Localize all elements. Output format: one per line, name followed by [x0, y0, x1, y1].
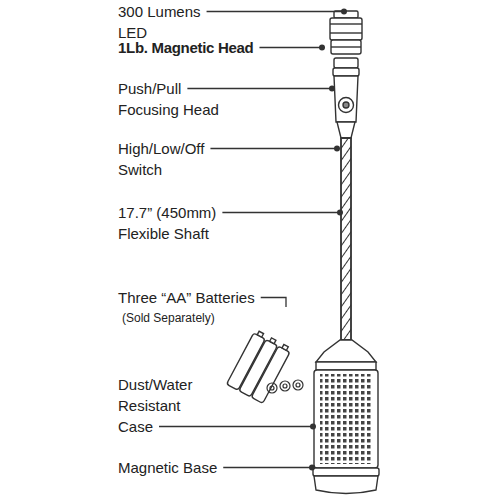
leader-dot — [319, 45, 325, 51]
leader-line — [259, 47, 322, 48]
part-label: Dust/Water Resistant Case — [118, 374, 210, 437]
leader-line — [210, 148, 337, 149]
leader-line — [222, 212, 340, 213]
leader-dot — [337, 210, 343, 216]
part-label: 1Lb. Magnetic Head — [118, 37, 318, 58]
part-label: Magnetic Base — [118, 457, 318, 478]
leader-dot — [309, 465, 315, 471]
leader-dot — [334, 146, 340, 152]
part-label: Push/Pull Focusing Head — [118, 78, 230, 120]
part-label: High/Low/Off Switch — [118, 138, 230, 180]
leader-line — [187, 88, 332, 89]
leader-line — [223, 467, 312, 468]
part-label: 17.7” (450mm) Flexible Shaft — [118, 202, 246, 244]
part-label: Three “AA” Batteries — [118, 287, 318, 308]
leader-line — [261, 298, 286, 308]
note-label: (Sold Separately) — [122, 310, 282, 326]
leader-dot — [310, 424, 316, 430]
leader-line — [207, 11, 344, 12]
part-label: 300 Lumens LED — [118, 1, 218, 43]
leader-dot — [329, 86, 335, 92]
leader-line — [159, 426, 313, 427]
leader-dot — [341, 9, 347, 15]
